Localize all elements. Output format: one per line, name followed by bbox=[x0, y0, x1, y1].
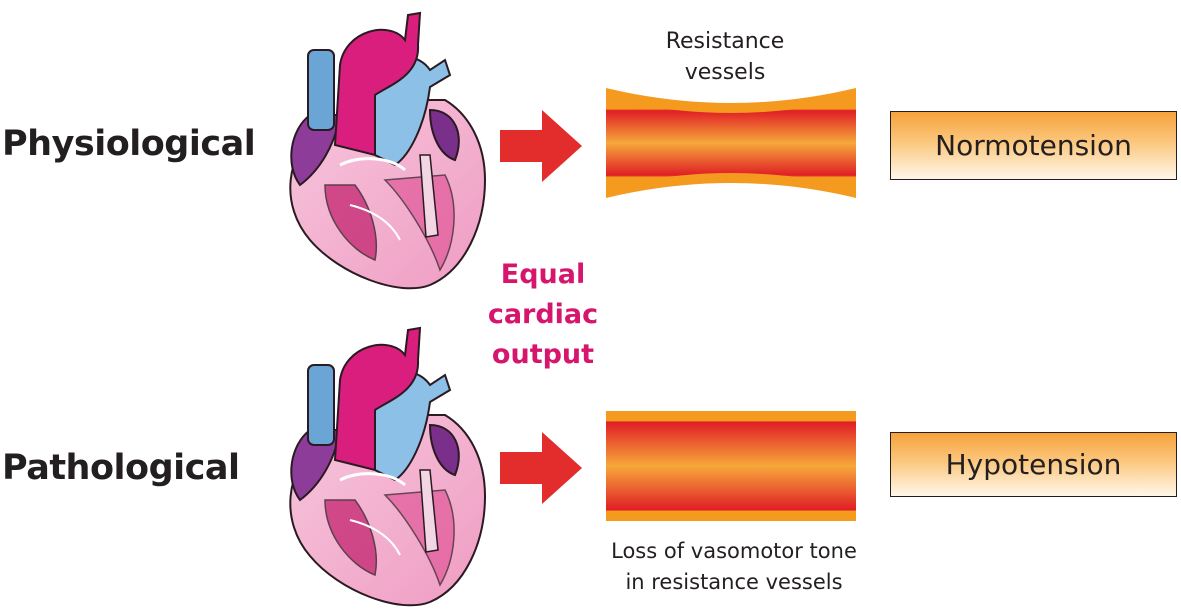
caption-line: vessels bbox=[684, 60, 766, 85]
caption-line: Resistance bbox=[665, 29, 785, 54]
note-line: cardiac bbox=[487, 299, 599, 330]
normotension-box: Normotension bbox=[890, 111, 1177, 180]
heart-icon bbox=[289, 326, 487, 607]
caption-line: in resistance vessels bbox=[625, 570, 843, 594]
resistance-vessels-caption: Resistance vessels bbox=[620, 26, 830, 88]
heart-icon bbox=[289, 11, 487, 290]
right-arrow-icon bbox=[500, 432, 582, 504]
pathological-label: Pathological bbox=[2, 448, 240, 488]
note-line: output bbox=[491, 339, 595, 370]
dilated-vessel bbox=[606, 411, 856, 521]
note-line: Equal bbox=[500, 259, 586, 290]
caption-line: Loss of vasomotor tone bbox=[611, 539, 857, 563]
vasomotor-tone-caption: Loss of vasomotor tone in resistance ves… bbox=[574, 536, 894, 598]
equal-cardiac-output-note: Equal cardiac output bbox=[478, 255, 608, 375]
constricted-vessel bbox=[606, 88, 856, 198]
physiological-label: Physiological bbox=[2, 124, 256, 164]
hypotension-box: Hypotension bbox=[890, 432, 1177, 497]
right-arrow-icon bbox=[500, 110, 582, 182]
